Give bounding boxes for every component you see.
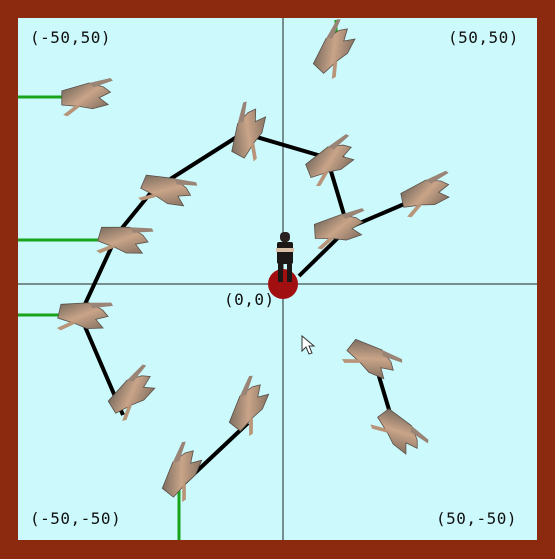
hand-sprite-icon <box>155 439 212 504</box>
hand-sprite-icon <box>368 402 431 465</box>
mouse-pointer-icon <box>301 334 316 355</box>
corner-label-bottom-left: (-50,-50) <box>30 509 122 528</box>
hand-sprite-icon <box>95 220 155 261</box>
trace-path-left <box>78 131 424 416</box>
hand-sprite-icon <box>340 332 405 389</box>
person-sprite-icon <box>276 232 294 282</box>
corner-label-top-right: (50,50) <box>448 28 519 47</box>
hand-sprite-icon <box>222 373 279 438</box>
hand-sprite-icon <box>310 207 372 251</box>
hand-sprite-icon <box>396 169 460 220</box>
scene-canvas <box>18 18 537 540</box>
stage: (-50,50) (50,50) (-50,-50) (50,-50) (0,0… <box>18 18 537 540</box>
origin-label: (0,0) <box>224 290 275 309</box>
corner-label-bottom-right: (50,-50) <box>436 509 518 528</box>
corner-label-top-left: (-50,50) <box>30 28 112 47</box>
hand-sprite-icon <box>224 99 275 163</box>
hand-sprite-icon <box>306 18 365 81</box>
hand-sprite-icon <box>58 77 118 118</box>
hand-sprite-icon <box>137 168 199 215</box>
